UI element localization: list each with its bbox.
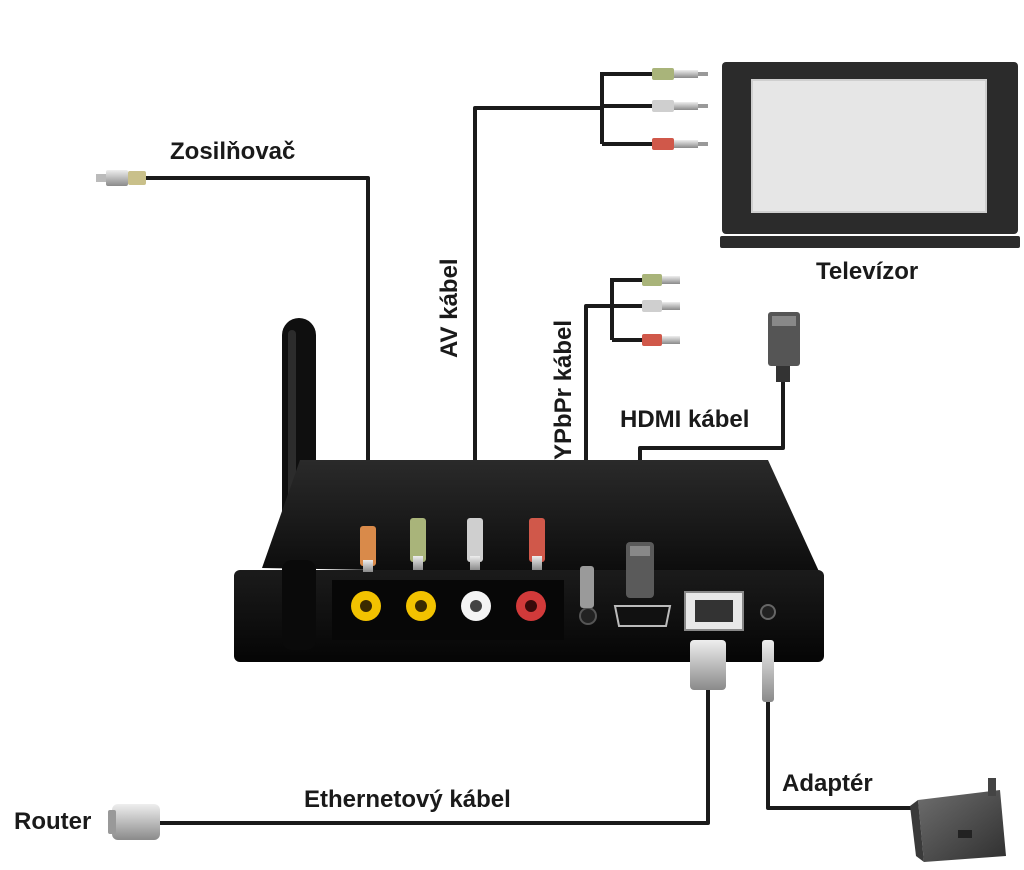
amplifier-label: Zosilňovač: [170, 138, 296, 165]
av-inserted-plug-green: [410, 518, 426, 570]
av-cable-trunk: [473, 106, 602, 520]
av-cable-label: AV kábel: [436, 258, 463, 358]
television-icon: [720, 62, 1020, 248]
ypbpr-plug-red: [642, 334, 680, 346]
rca-jack-yellow: [406, 591, 436, 621]
ypbpr-plug-green: [642, 274, 680, 286]
amplifier-cable: [145, 176, 370, 530]
ypbpr-cable-label: YPbPr kábel: [550, 319, 577, 460]
media-player-box: [234, 318, 824, 662]
av-inserted-plug-white: [467, 518, 483, 570]
av-plug-white: [652, 100, 708, 112]
ethernet-plug-icon: [108, 804, 160, 840]
power-jack: [760, 604, 776, 620]
ethernet-cable-label: Ethernetový kábel: [304, 786, 511, 813]
ypbpr-plug-white: [642, 300, 680, 312]
hdmi-port: [613, 605, 672, 627]
ypbpr-inserted-plug: [580, 566, 594, 608]
ethernet-cable: [158, 690, 710, 825]
hdmi-inserted-plug: [626, 542, 654, 598]
ethernet-port: [684, 591, 744, 631]
adapter-cable: [766, 700, 915, 810]
ypbpr-plugs: [642, 274, 680, 346]
rca-jack-orange: [351, 591, 381, 621]
cables: [145, 72, 915, 825]
av-inserted-plug-red: [529, 518, 545, 570]
power-adapter-icon: [910, 778, 1006, 862]
ypbpr-jack: [579, 607, 597, 625]
hdmi-cable-label: HDMI kábel: [620, 406, 750, 433]
tv-label: Televízor: [816, 258, 919, 285]
router-label: Router: [14, 808, 92, 835]
amplifier-plug: [96, 170, 146, 186]
av-plugs: [652, 68, 708, 150]
hdmi-plug-top: [768, 312, 800, 382]
adapter-label: Adaptér: [782, 770, 873, 797]
power-inserted-plug: [762, 640, 774, 702]
av-plug-green: [652, 68, 708, 80]
amplifier-inserted-plug: [360, 526, 376, 572]
ethernet-inserted-plug: [690, 640, 726, 690]
inserted-plugs: [360, 518, 774, 702]
rca-jack-red: [516, 591, 546, 621]
rca-jack-white: [461, 591, 491, 621]
av-plug-red: [652, 138, 708, 150]
